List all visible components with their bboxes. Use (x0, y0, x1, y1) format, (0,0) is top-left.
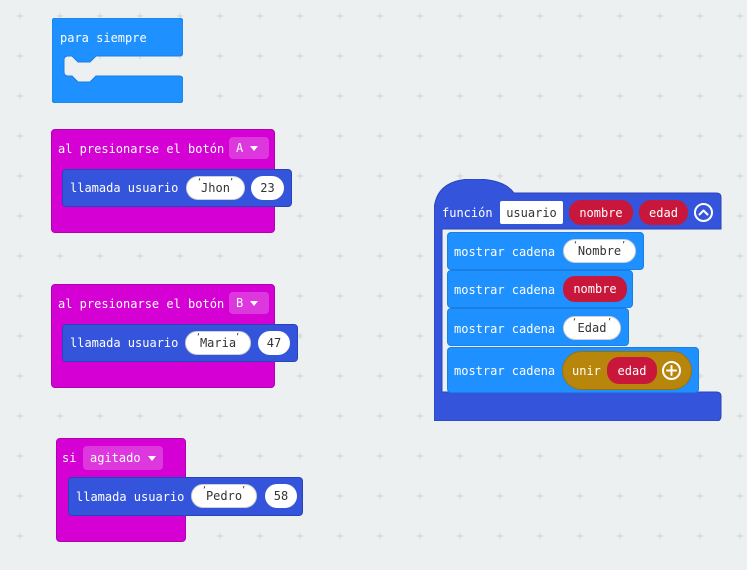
show-string-var-nombre[interactable]: nombre (563, 276, 627, 302)
name-value-b: Maria (199, 336, 237, 350)
join-label: unir (572, 364, 601, 378)
param-edad[interactable]: edad (639, 200, 688, 225)
show-string-label-1: mostrar cadena (454, 245, 556, 259)
join-var-edad[interactable]: edad (607, 357, 657, 384)
show-string-label-4: mostrar cadena (454, 364, 556, 378)
show-string-value-3: Edad (577, 321, 607, 335)
name-value-a: Jhon (201, 181, 230, 195)
gesture-value: agitado (90, 451, 141, 465)
forever-block[interactable] (52, 18, 183, 103)
name-string-c[interactable]: ‘Pedro’ (191, 484, 257, 508)
button-a-value: A (236, 141, 244, 155)
name-value-c: Pedro (205, 489, 243, 503)
show-string-arg-3[interactable]: ‘Edad’ (563, 316, 621, 340)
age-number-b[interactable]: 47 (258, 331, 290, 355)
forever-label: para siempre (60, 31, 147, 45)
collapse-chevron-icon[interactable] (693, 202, 714, 223)
call-usuario-label-b: llamada usuario (70, 336, 179, 350)
dropdown-caret-icon (147, 455, 156, 461)
button-a-dropdown[interactable]: A (229, 137, 269, 159)
show-string-label-2: mostrar cadena (454, 283, 556, 297)
show-string-label-3: mostrar cadena (454, 322, 556, 336)
age-number-a[interactable]: 23 (251, 176, 284, 200)
button-b-value: B (236, 296, 244, 310)
age-number-c[interactable]: 58 (265, 484, 297, 508)
shake-label: si (62, 451, 77, 465)
name-string-a[interactable]: ‘Jhon’ (186, 176, 245, 200)
function-name-value: usuario (506, 205, 557, 220)
button-a-label: al presionarse el botón (58, 142, 225, 156)
show-string-arg-1[interactable]: ‘Nombre’ (563, 239, 636, 263)
call-usuario-label-c: llamada usuario (76, 490, 185, 504)
button-b-label: al presionarse el botón (58, 297, 225, 311)
dropdown-caret-icon (250, 145, 259, 151)
button-b-dropdown[interactable]: B (229, 292, 269, 314)
add-plus-icon[interactable] (661, 360, 682, 381)
function-label: función (442, 206, 493, 220)
age-value-b: 47 (266, 336, 282, 350)
dropdown-caret-icon (250, 300, 259, 306)
param-nombre[interactable]: nombre (569, 200, 633, 225)
function-definition-block[interactable] (434, 179, 722, 421)
function-name-field[interactable]: usuario (500, 201, 563, 224)
age-value-a: 23 (260, 181, 275, 195)
gesture-dropdown[interactable]: agitado (83, 446, 163, 470)
call-usuario-label-a: llamada usuario (70, 181, 179, 195)
age-value-c: 58 (273, 489, 289, 503)
show-string-value-1: Nombre (577, 244, 622, 258)
name-string-b[interactable]: ‘Maria’ (185, 331, 251, 355)
call-usuario-block-c[interactable] (68, 477, 303, 516)
